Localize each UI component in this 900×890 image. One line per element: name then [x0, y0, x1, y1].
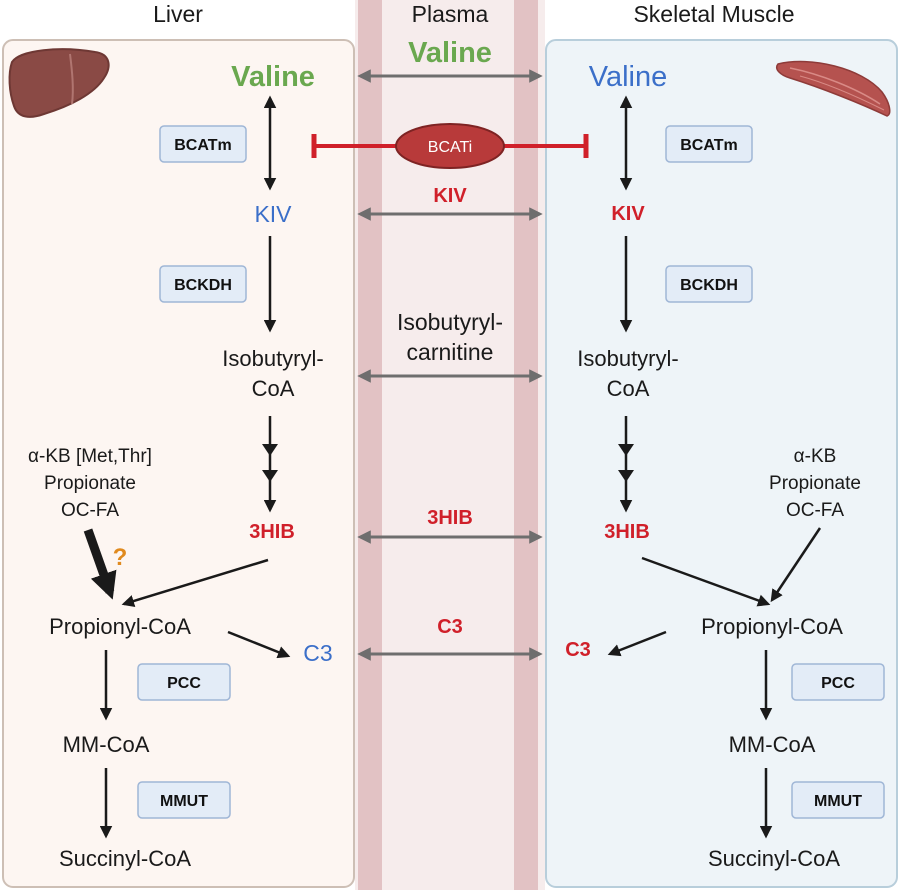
liver-question-mark: ? — [113, 544, 128, 571]
plasma-c3: C3 — [437, 616, 463, 638]
muscle-propionyl-c3-arrow — [607, 630, 667, 657]
liver-c3: C3 — [303, 640, 332, 666]
plasma-valine: Valine — [408, 37, 492, 69]
plasma-isobutyrylcarnitine-line1: Isobutyryl- — [397, 309, 503, 335]
muscle-mm-coa: MM-CoA — [729, 732, 816, 757]
liver-valine: Valine — [231, 61, 315, 93]
plasma-header: Plasma — [412, 1, 489, 27]
muscle-isobutyryl-line2: CoA — [607, 376, 650, 401]
bcat-inhibitor — [311, 123, 589, 169]
muscle-tissue-icon — [776, 60, 891, 117]
muscle-isobutyryl-line1: Isobutyryl- — [577, 346, 678, 371]
liver-sources-line2: Propionate — [44, 473, 136, 494]
muscle-valine: Valine — [589, 61, 667, 93]
liver-propionyl-c3-arrow — [227, 630, 291, 659]
plasma-isobutyrylcarnitine-line2: carnitine — [407, 339, 494, 365]
liver-pcc-badge: PCC — [137, 663, 231, 701]
liver-sources-line3: OC-FA — [61, 500, 119, 521]
plasma-3hib: 3HIB — [427, 507, 473, 529]
muscle-panel — [545, 39, 898, 888]
muscle-bckdh-label: BCKDH — [680, 277, 738, 294]
muscle-succinyl-coa: Succinyl-CoA — [708, 846, 840, 871]
liver-mmut-label: MMUT — [160, 793, 208, 810]
muscle-3hib-propionyl-arrow — [641, 556, 771, 607]
liver-organ-icon — [8, 48, 110, 118]
muscle-sources-line3: OC-FA — [786, 500, 844, 521]
muscle-sources-line2: Propionate — [769, 473, 861, 494]
liver-multistep-arrow — [262, 416, 278, 513]
liver-isobutyryl-line2: CoA — [252, 376, 295, 401]
plasma-kiv: KIV — [433, 185, 467, 207]
muscle-bckdh-badge: BCKDH — [665, 265, 753, 303]
liver-mmut-badge: MMUT — [137, 781, 231, 819]
liver-header: Liver — [153, 1, 203, 27]
liver-bcatm-badge: BCATm — [159, 125, 247, 163]
muscle-header: Skeletal Muscle — [633, 1, 794, 27]
bcati-label: BCATi — [428, 139, 472, 156]
liver-sources-line1: α-KB [Met,Thr] — [28, 446, 152, 467]
liver-pcc-label: PCC — [167, 675, 201, 692]
liver-bcatm-label: BCATm — [174, 137, 231, 154]
muscle-mmut-badge: MMUT — [791, 781, 885, 819]
muscle-c3: C3 — [565, 639, 591, 661]
muscle-multistep-arrow — [618, 416, 634, 513]
muscle-pcc-badge: PCC — [791, 663, 885, 701]
muscle-bcatm-badge: BCATm — [665, 125, 753, 163]
muscle-3hib: 3HIB — [604, 521, 650, 543]
muscle-bcatm-label: BCATm — [680, 137, 737, 154]
liver-panel — [2, 39, 355, 888]
muscle-propionyl-coa: Propionyl-CoA — [701, 614, 843, 639]
liver-3hib-propionyl-arrow — [121, 558, 269, 608]
liver-3hib: 3HIB — [249, 521, 295, 543]
liver-sources-thick-arrow — [83, 528, 117, 600]
muscle-sources-propionyl-arrow — [770, 527, 822, 603]
muscle-sources-line1: α-KB — [794, 446, 837, 467]
liver-mm-coa: MM-CoA — [63, 732, 150, 757]
liver-bckdh-badge: BCKDH — [159, 265, 247, 303]
muscle-pcc-label: PCC — [821, 675, 855, 692]
liver-bckdh-label: BCKDH — [174, 277, 232, 294]
muscle-kiv: KIV — [611, 203, 645, 225]
liver-kiv: KIV — [254, 201, 292, 227]
liver-isobutyryl-line1: Isobutyryl- — [222, 346, 323, 371]
liver-succinyl-coa: Succinyl-CoA — [59, 846, 191, 871]
muscle-mmut-label: MMUT — [814, 793, 862, 810]
liver-propionyl-coa: Propionyl-CoA — [49, 614, 191, 639]
